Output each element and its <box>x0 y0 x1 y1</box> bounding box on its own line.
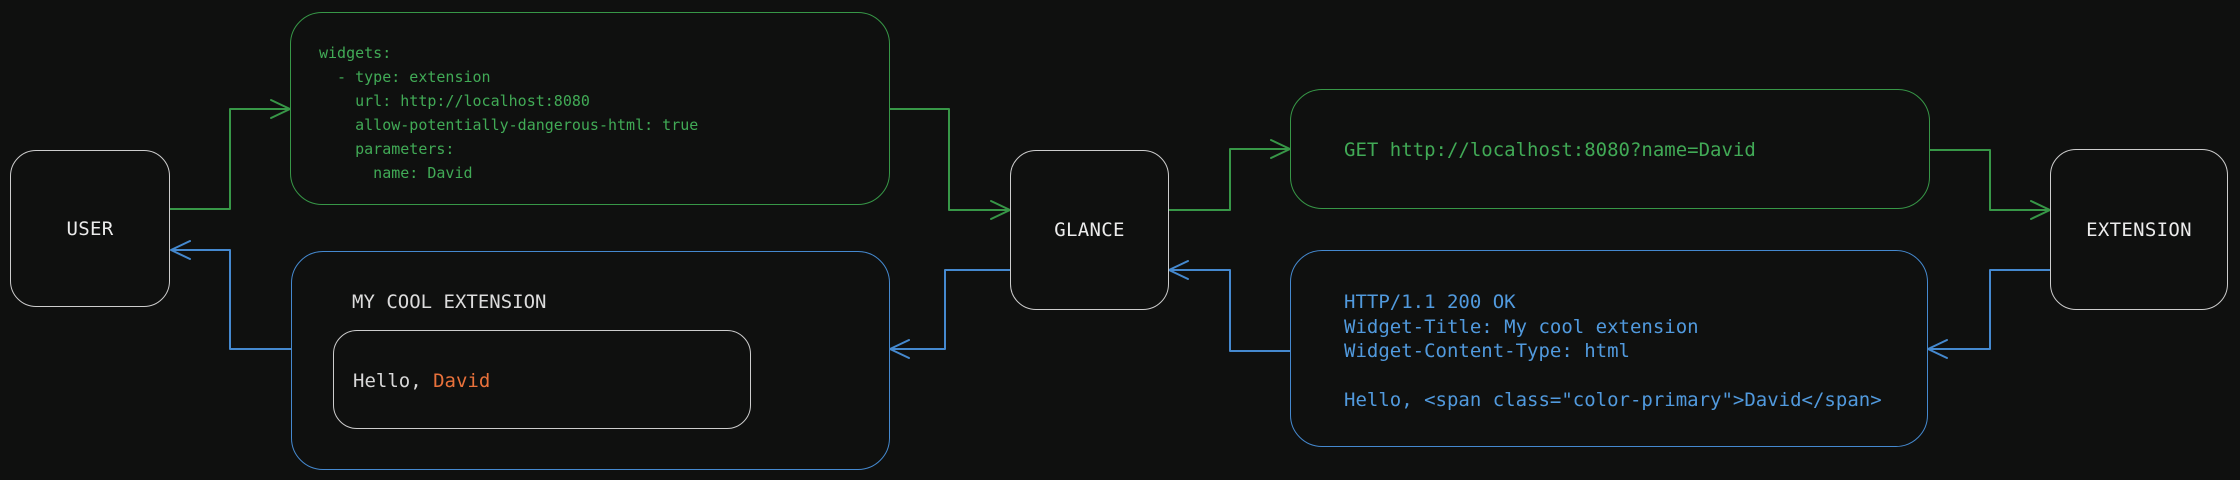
http-request-code: GET http://localhost:8080?name=David <box>1344 139 1756 161</box>
arrow-glance-to-widget-head <box>889 339 910 359</box>
greeting-name: David <box>433 370 491 392</box>
node-glance: GLANCE <box>1010 150 1169 310</box>
arrow-glance-to-widget <box>891 269 1011 350</box>
arrow-extension-to-response <box>1929 269 2051 350</box>
yaml-config-box: widgets: - type: extension url: http://l… <box>290 12 890 205</box>
arrow-widget-to-user <box>172 249 292 350</box>
arrow-widget-to-user-head <box>170 240 191 260</box>
http-response-code: HTTP/1.1 200 OK Widget-Title: My cool ex… <box>1344 291 1882 411</box>
widget-inner-card: Hello, David <box>333 330 751 429</box>
http-request-box: GET http://localhost:8080?name=David <box>1290 89 1930 209</box>
greeting-prefix: Hello, <box>353 370 434 392</box>
node-glance-label: GLANCE <box>1054 219 1125 241</box>
arrow-response-to-glance <box>1170 269 1291 352</box>
arrow-glance-to-request <box>1168 148 1289 211</box>
node-user-label: USER <box>66 217 114 240</box>
node-user: USER <box>10 150 170 307</box>
widget-title: MY COOL EXTENSION <box>352 291 547 313</box>
arrow-extension-to-response-head <box>1927 339 1948 359</box>
node-extension: EXTENSION <box>2050 149 2228 310</box>
yaml-config-code: widgets: - type: extension url: http://l… <box>319 44 699 182</box>
arrow-request-to-extension <box>1929 149 2049 211</box>
widget-greeting: Hello, David <box>353 369 490 393</box>
node-extension-label: EXTENSION <box>2086 218 2192 241</box>
arrow-config-to-glance <box>889 108 1009 211</box>
arrow-user-to-config <box>169 108 289 210</box>
widget-preview-box: MY COOL EXTENSION Hello, David <box>291 251 890 470</box>
arrow-response-to-glance-head <box>1168 260 1189 280</box>
http-response-box: HTTP/1.1 200 OK Widget-Title: My cool ex… <box>1290 250 1928 447</box>
